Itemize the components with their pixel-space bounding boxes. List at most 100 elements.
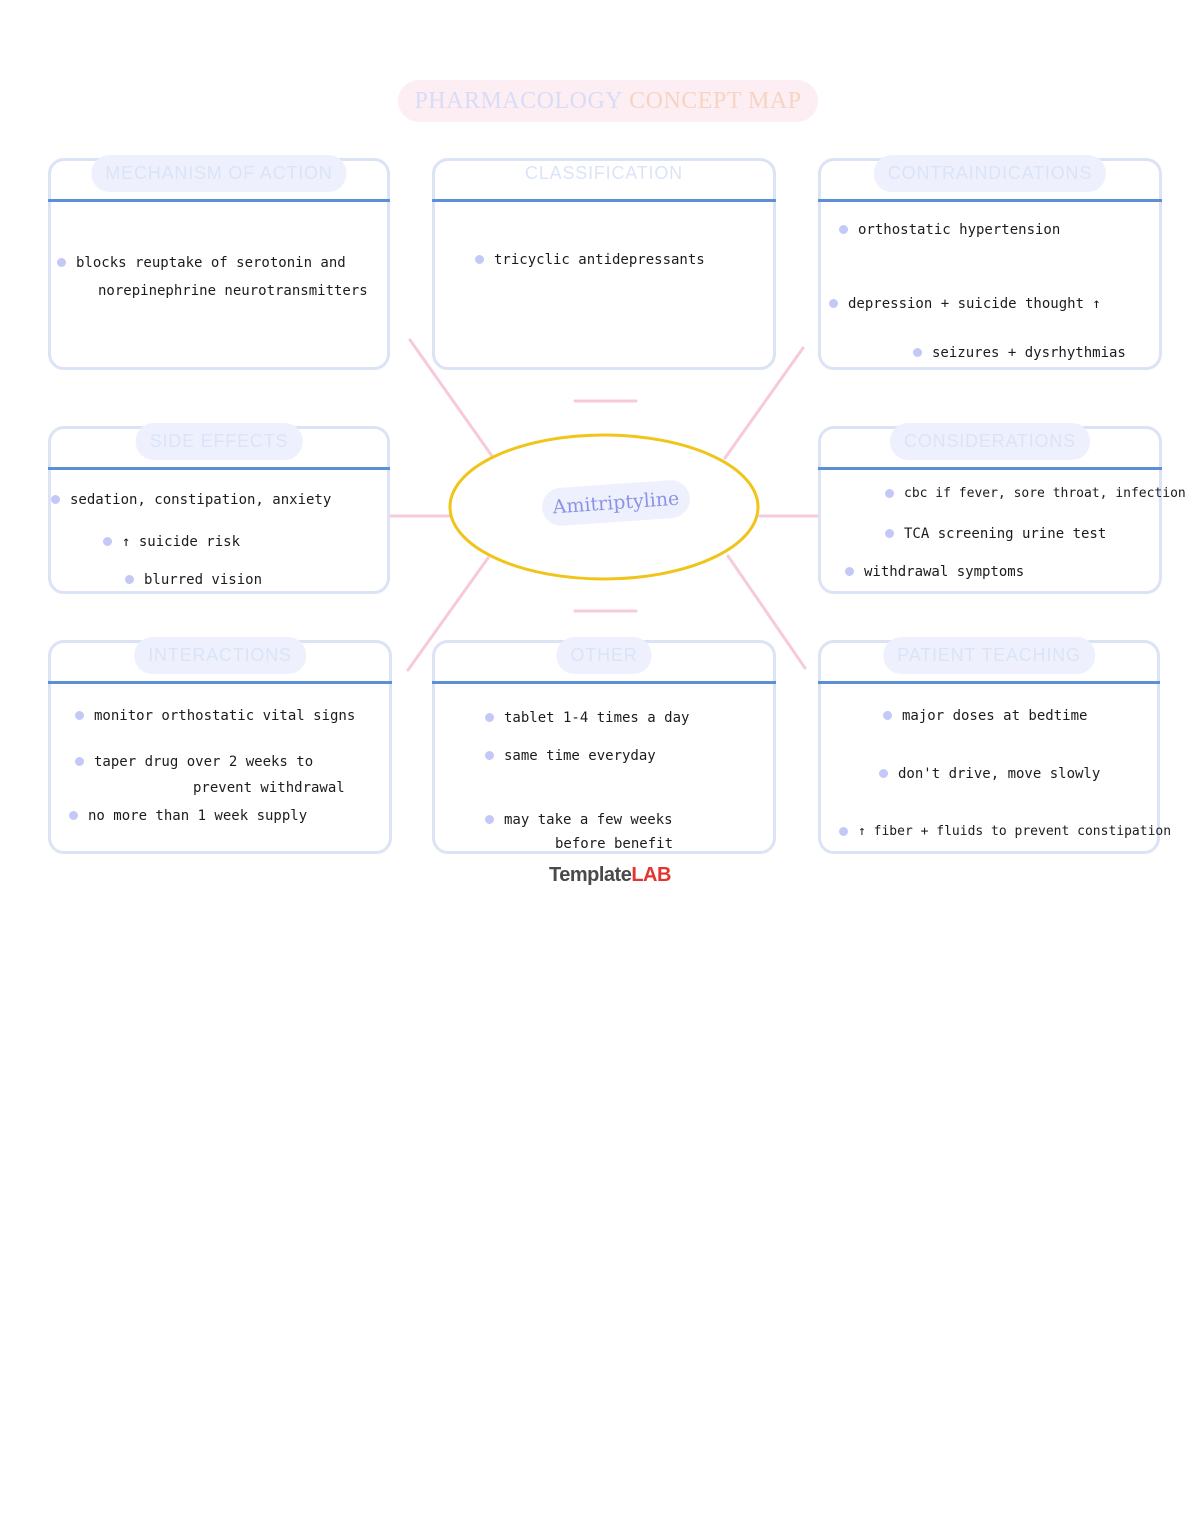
bullet-dot: [839, 827, 848, 836]
list-item-text: tricyclic antidepressants: [494, 252, 705, 268]
list-item-text: blocks reuptake of serotonin and: [76, 255, 346, 271]
list-item: no more than 1 week supply: [69, 803, 307, 829]
bullet-dot: [57, 258, 66, 267]
card-heading: SIDE EFFECTS: [135, 423, 303, 460]
card-heading: INTERACTIONS: [134, 637, 306, 674]
connector-patient-teaching: [726, 554, 807, 670]
list-item-text: orthostatic hypertension: [858, 222, 1061, 238]
list-item: norepinephrine neurotransmitters: [98, 278, 368, 304]
logo-part-1: Template: [549, 864, 632, 886]
list-item-text: withdrawal symptoms: [864, 564, 1025, 580]
card-heading: OTHER: [556, 637, 652, 674]
bullet-dot: [485, 713, 494, 722]
page-title: PHARMACOLOGY CONCEPT MAP: [398, 80, 818, 122]
bullet-dot: [885, 489, 894, 498]
list-item: may take a few weeks: [485, 807, 673, 833]
list-item-text: prevent withdrawal: [193, 780, 345, 796]
bullet-dot: [913, 348, 922, 357]
card-divider: [818, 467, 1162, 470]
list-item: sedation, constipation, anxiety: [51, 487, 331, 513]
logo-part-2: LAB: [631, 864, 671, 886]
list-item: tricyclic antidepressants: [475, 247, 705, 273]
card-divider: [48, 199, 390, 202]
card-heading: CONSIDERATIONS: [890, 423, 1090, 460]
card-classification: CLASSIFICATION tricyclic antidepressants: [432, 158, 776, 370]
connector-interactions: [406, 556, 490, 672]
card-divider: [818, 199, 1162, 202]
bullet-dot: [839, 225, 848, 234]
bullet-dot: [829, 299, 838, 308]
card-contraindications: CONTRAINDICATIONS orthostatic hypertensi…: [818, 155, 1162, 370]
list-item: before benefit: [555, 831, 673, 857]
card-heading: MECHANISM OF ACTION: [91, 155, 347, 192]
list-item-text: ↑ suicide risk: [122, 534, 241, 550]
card-heading: PATIENT TEACHING: [883, 637, 1095, 674]
bullet-dot: [103, 537, 112, 546]
list-item-text: TCA screening urine test: [904, 526, 1107, 542]
list-item: same time everyday: [485, 743, 656, 769]
list-item: blurred vision: [125, 567, 262, 593]
connector-mechanism: [408, 338, 494, 458]
bullet-dot: [125, 575, 134, 584]
list-item: don't drive, move slowly: [879, 761, 1100, 787]
card-heading: CONTRAINDICATIONS: [873, 155, 1107, 192]
list-item-text: sedation, constipation, anxiety: [70, 492, 332, 508]
bullet-dot: [845, 567, 854, 576]
list-item-text: blurred vision: [144, 572, 263, 588]
list-item: tablet 1-4 times a day: [485, 705, 689, 731]
bullet-dot: [883, 711, 892, 720]
list-item-text: depression + suicide thought ↑: [848, 296, 1101, 312]
card-divider: [432, 199, 776, 202]
list-item-text: monitor orthostatic vital signs: [94, 708, 356, 724]
card-considerations: CONSIDERATIONS cbc if fever, sore throat…: [818, 423, 1186, 594]
card-mechanism-of-action: MECHANISM OF ACTION blocks reuptake of s…: [48, 155, 390, 370]
card-heading: CLASSIFICATION: [525, 163, 683, 183]
card-side-effects: SIDE EFFECTS sedation, constipation, anx…: [48, 423, 390, 594]
bullet-dot: [75, 711, 84, 720]
title-part-1: PHARMACOLOGY: [414, 87, 624, 114]
list-item: seizures + dysrhythmias: [913, 340, 1126, 366]
card-other: OTHER tablet 1-4 times a day same time e…: [432, 637, 776, 857]
list-item-text: seizures + dysrhythmias: [932, 345, 1126, 361]
list-item: blocks reuptake of serotonin and: [57, 250, 346, 276]
list-item-text: major doses at bedtime: [902, 708, 1088, 724]
bullet-dot: [885, 529, 894, 538]
list-item: ↑ fiber + fluids to prevent constipation: [839, 819, 1171, 845]
list-item: ↑ suicide risk: [103, 529, 240, 555]
list-item: prevent withdrawal: [193, 775, 345, 801]
card-interactions: INTERACTIONS monitor orthostatic vital s…: [48, 637, 392, 854]
list-item: TCA screening urine test: [885, 521, 1106, 547]
title-part-2: CONCEPT MAP: [629, 87, 802, 114]
list-item-text: no more than 1 week supply: [88, 808, 308, 824]
templatelab-logo: TemplateLAB: [549, 864, 671, 887]
bullet-dot: [879, 769, 888, 778]
list-item: monitor orthostatic vital signs: [75, 703, 355, 729]
list-item-text: cbc if fever, sore throat, infection: [904, 486, 1186, 501]
list-item: cbc if fever, sore throat, infection: [885, 481, 1186, 507]
list-item-text: ↑ fiber + fluids to prevent constipation: [858, 824, 1172, 839]
list-item: orthostatic hypertension: [839, 217, 1060, 243]
list-item-text: may take a few weeks: [504, 812, 673, 828]
card-divider: [432, 681, 776, 684]
card-divider: [48, 467, 390, 470]
bullet-dot: [475, 255, 484, 264]
list-item: taper drug over 2 weeks to: [75, 749, 313, 775]
card-patient-teaching: PATIENT TEACHING major doses at bedtime …: [818, 637, 1171, 854]
bullet-dot: [75, 757, 84, 766]
bullet-dot: [485, 815, 494, 824]
list-item: withdrawal symptoms: [845, 559, 1024, 585]
bullet-dot: [69, 811, 78, 820]
card-divider: [818, 681, 1160, 684]
bullet-dot: [51, 495, 60, 504]
list-item: major doses at bedtime: [883, 703, 1087, 729]
connector-contraindications: [723, 346, 805, 460]
list-item-text: norepinephrine neurotransmitters: [98, 283, 368, 299]
list-item-text: taper drug over 2 weeks to: [94, 754, 314, 770]
list-item: depression + suicide thought ↑: [829, 291, 1101, 317]
list-item-text: don't drive, move slowly: [898, 766, 1101, 782]
list-item-text: tablet 1-4 times a day: [504, 710, 690, 726]
list-item-text: same time everyday: [504, 748, 656, 764]
card-divider: [48, 681, 392, 684]
bullet-dot: [485, 751, 494, 760]
list-item-text: before benefit: [555, 836, 674, 852]
